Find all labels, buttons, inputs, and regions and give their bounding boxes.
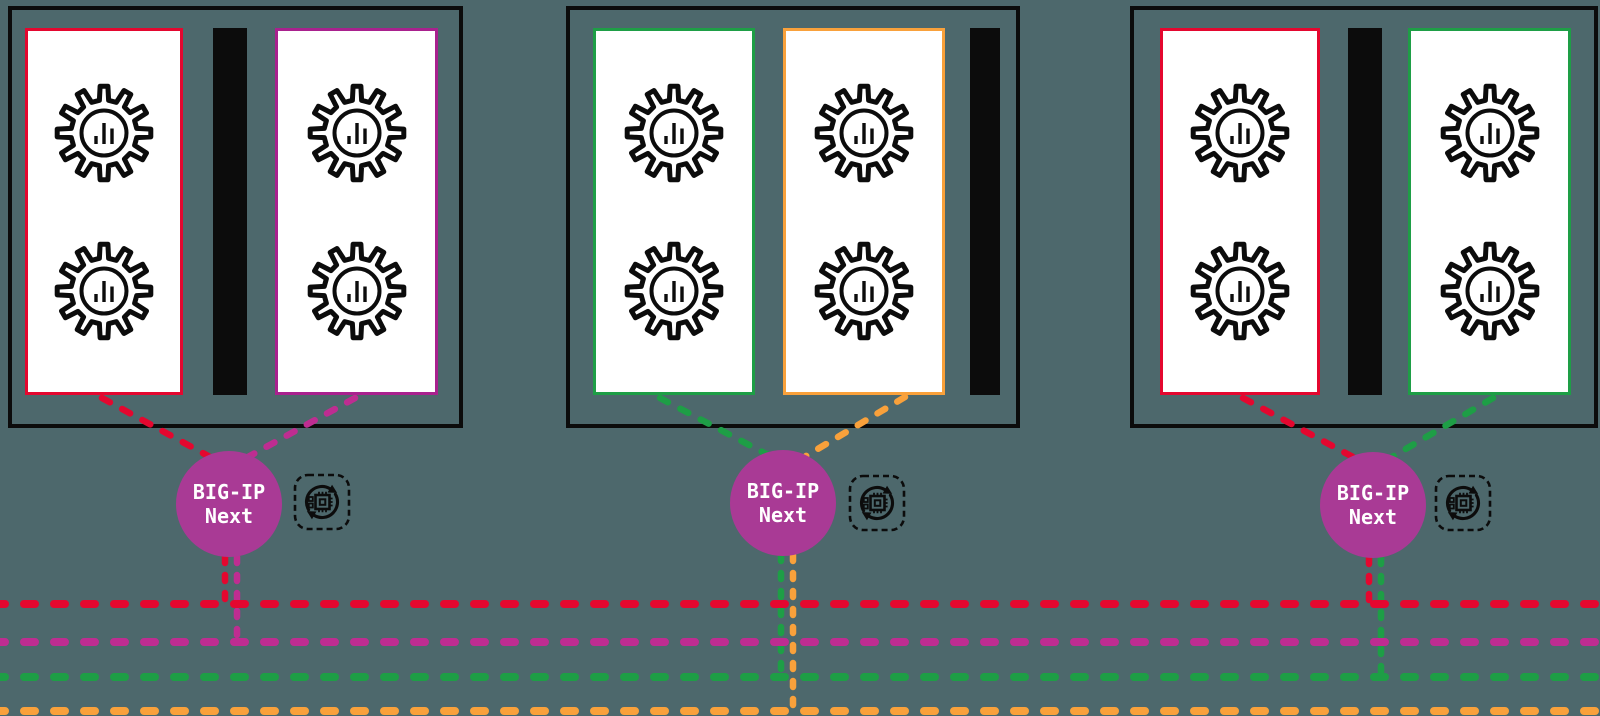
gear-analytics-icon	[305, 81, 409, 185]
tenant-card-red-3	[1160, 28, 1320, 395]
blade-bar	[213, 28, 247, 395]
bigip-next-label-line2: Next	[204, 504, 254, 528]
tenant-card-green-3	[1408, 28, 1571, 395]
bigip-next-node-2: BIG-IP Next	[730, 450, 836, 556]
gear-analytics-icon	[812, 81, 916, 185]
gear-analytics-icon	[622, 81, 726, 185]
blade-bar	[970, 28, 1000, 395]
gear-analytics-icon	[1188, 81, 1292, 185]
tenant-card-green-2	[593, 28, 755, 395]
blade-bar	[1348, 28, 1382, 395]
bigip-next-label-line2: Next	[1348, 505, 1398, 529]
automation-refresh-chip-icon	[293, 473, 351, 531]
gear-analytics-icon	[622, 239, 726, 343]
tenant-card-red-1	[25, 28, 183, 395]
gear-analytics-icon	[1438, 81, 1542, 185]
bigip-next-node-3: BIG-IP Next	[1320, 452, 1426, 558]
chassis-box-3	[1130, 6, 1598, 428]
bigip-next-label-line1: BIG-IP	[192, 479, 266, 504]
automation-refresh-chip-icon	[1434, 474, 1492, 532]
gear-analytics-icon	[1188, 239, 1292, 343]
tenant-card-orange-2	[783, 28, 945, 395]
chassis-box-1	[8, 6, 463, 428]
gear-analytics-icon	[52, 81, 156, 185]
chassis-box-2	[566, 6, 1020, 428]
gear-analytics-icon	[812, 239, 916, 343]
bigip-next-label-line1: BIG-IP	[746, 478, 820, 503]
bigip-next-node-1: BIG-IP Next	[176, 451, 282, 557]
bigip-next-label-line2: Next	[758, 503, 808, 527]
gear-analytics-icon	[1438, 239, 1542, 343]
gear-analytics-icon	[305, 239, 409, 343]
bigip-next-label-line1: BIG-IP	[1336, 480, 1410, 505]
gear-analytics-icon	[52, 239, 156, 343]
tenant-card-purple-1	[275, 28, 438, 395]
automation-refresh-chip-icon	[848, 474, 906, 532]
